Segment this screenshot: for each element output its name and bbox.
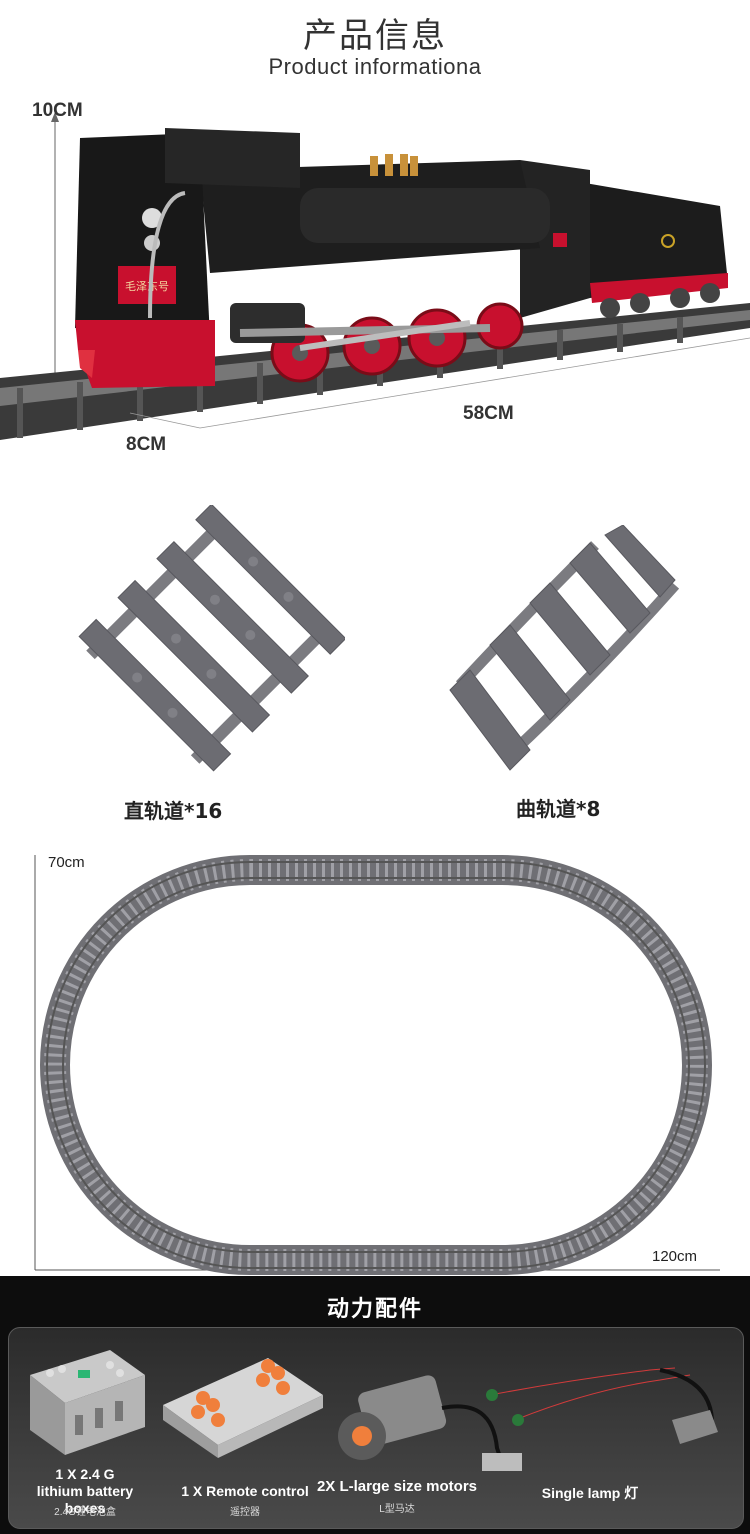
curved-track-label: 曲轨道*8 xyxy=(516,797,601,821)
single-lamp-image xyxy=(486,1367,718,1444)
straight-track-image xyxy=(78,505,345,772)
remote-control-label: 1 X Remote control xyxy=(181,1483,309,1499)
power-accessories-title: 动力配件 xyxy=(326,1297,423,1322)
layout-height-label: 70cm xyxy=(48,854,85,871)
battery-box-label: 1 X 2.4 G lithium battery boxes xyxy=(36,1466,134,1516)
height-dimension-label: 10CM xyxy=(32,100,83,121)
l-motor-image xyxy=(338,1375,522,1471)
length-dimension-label: 58CM xyxy=(463,403,514,424)
curved-track-image xyxy=(449,525,680,771)
motor-sub-label: L型马达 xyxy=(379,1504,415,1515)
width-dimension-label: 8CM xyxy=(126,434,167,455)
single-lamp-label: Single lamp 灯 xyxy=(541,1485,639,1501)
locomotive-name-plate: 毛泽东号 xyxy=(125,280,169,293)
battery-box-image xyxy=(30,1350,145,1455)
battery-box-sub-label: 2.4G锂电池盒 xyxy=(54,1507,116,1518)
motor-label: 2X L-large size motors xyxy=(316,1478,478,1495)
layout-width-label: 120cm xyxy=(652,1248,698,1265)
straight-track-label: 直轨道*16 xyxy=(124,799,223,823)
steam-locomotive-image: 毛泽东号 xyxy=(0,112,750,440)
oval-track-layout-diagram xyxy=(34,855,720,1275)
page-title-cn: 产品信息 xyxy=(303,16,447,56)
page-title-en: Product informationa xyxy=(268,54,482,79)
remote-control-sub-label: 遥控器 xyxy=(230,1507,260,1518)
remote-control-image xyxy=(163,1358,323,1458)
